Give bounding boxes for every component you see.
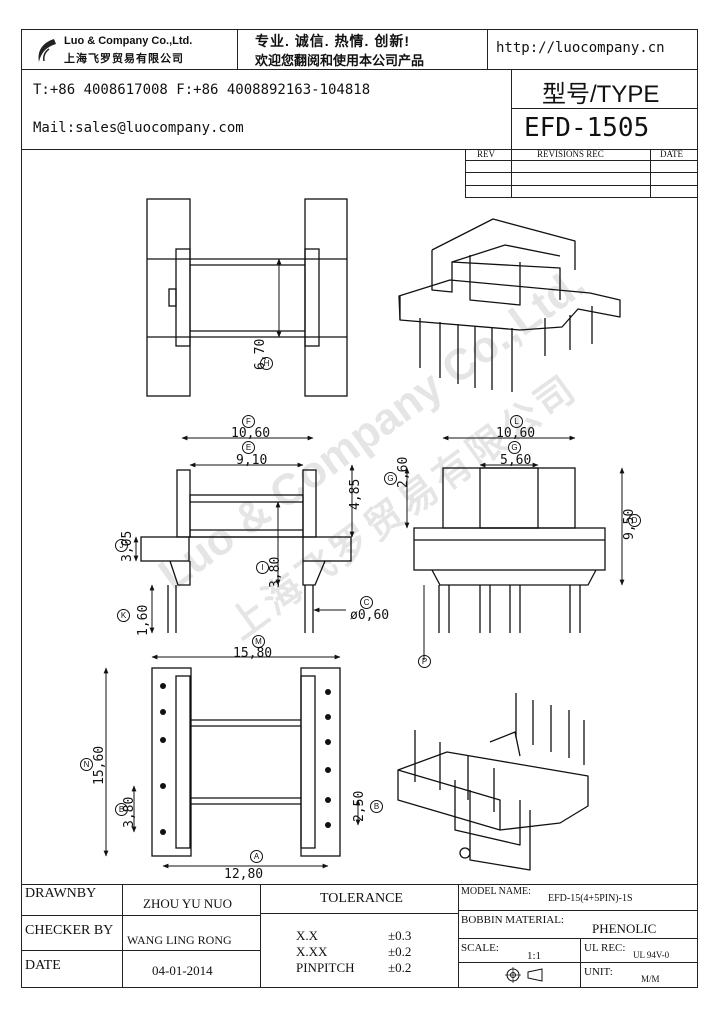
bottom-view <box>151 667 341 857</box>
material-value: PHENOLIC <box>592 921 657 936</box>
dim-bottom-span: 12,80 <box>224 867 264 882</box>
projection-symbol-icon <box>505 967 543 983</box>
company-name-en: Luo & Company Co.,Ltd. <box>64 35 193 47</box>
header-col-divider <box>237 29 238 69</box>
dim-front-core: 3,80 <box>268 556 283 588</box>
tol-xxx-label: X.XX <box>296 944 328 959</box>
model-number: EFD-1505 <box>524 113 650 143</box>
model-name-value: EFD-15(4+5PIN)-1S <box>548 893 633 904</box>
drawnby-value: ZHOU YU NUO <box>143 896 233 911</box>
marker-b: B <box>115 803 128 816</box>
marker-d: D <box>628 514 641 527</box>
scale-label: SCALE: <box>461 942 499 954</box>
contact-email[interactable]: Mail:sales@luocompany.com <box>33 120 244 136</box>
checker-value: WANG LING RONG <box>127 933 232 947</box>
marker-l: L <box>510 415 523 428</box>
header-divider <box>21 69 698 70</box>
front-view <box>140 469 352 633</box>
dim-side-slot: 5,60 <box>500 453 532 468</box>
marker-k: K <box>117 609 130 622</box>
side-view <box>413 467 606 633</box>
dim-front-height: 4,85 <box>348 478 363 510</box>
date-label: DATE <box>25 958 61 973</box>
marker-a: A <box>250 850 263 863</box>
company-logo: Luo & Company Co.,Ltd. 上海飞罗贸易有限公司 <box>30 34 235 66</box>
marker-m: M <box>252 635 265 648</box>
company-name-cn: 上海飞罗贸易有限公司 <box>64 53 184 65</box>
marker-c: C <box>360 596 373 609</box>
marker-p: P <box>418 655 431 668</box>
tol-xx-label: X.X <box>296 928 319 943</box>
marker-n: N <box>80 758 93 771</box>
dim-side-top: 2,60 <box>396 456 411 488</box>
dim-front-pin-length: 1,60 <box>136 604 151 636</box>
iso-view-bottom <box>397 693 589 871</box>
iso-view-top <box>398 218 621 392</box>
date-col-header: DATE <box>660 149 683 159</box>
unit-label: UNIT: <box>584 966 613 978</box>
model-name-label: MODEL NAME: <box>461 886 531 897</box>
material-label: BOBBIN MATERIAL: <box>461 914 564 926</box>
tolerance-label: TOLERANCE <box>320 891 403 906</box>
revisions-table: REV REVISIONS REC DATE <box>465 149 698 198</box>
scale-value: 1:1 <box>527 950 542 962</box>
type-col-divider <box>511 69 512 149</box>
marker-i: I <box>256 561 269 574</box>
checker-label: CHECKER BY <box>25 923 114 938</box>
dim-front-pin-dia: ø0,60 <box>350 608 390 623</box>
dim-bottom-width: 15,80 <box>233 646 273 661</box>
header-bottom <box>21 149 698 150</box>
tol-pinpitch-label: PINPITCH <box>296 960 355 975</box>
top-view <box>146 198 348 397</box>
dim-front-width: 10,60 <box>231 426 271 441</box>
company-url[interactable]: http://luocompany.cn <box>496 40 665 56</box>
welcome-text: 欢迎您翻阅和使用本公司产品 <box>255 53 425 68</box>
date-value: 04-01-2014 <box>152 963 213 978</box>
marker-b-right: B <box>370 800 383 813</box>
type-divider <box>511 108 698 109</box>
marker-e: E <box>242 441 255 454</box>
dim-bottom-row: 2,50 <box>352 790 367 822</box>
header-col-divider <box>487 29 488 69</box>
bottom-view-pins <box>160 683 331 835</box>
tol-xxx-value: ±0.2 <box>388 944 412 959</box>
revisions-col-header: REVISIONS REC <box>537 149 604 159</box>
dim-front-inner: 9,10 <box>236 453 268 468</box>
rev-col-header: REV <box>477 149 495 159</box>
unit-value: M/M <box>641 974 660 984</box>
marker-g: G <box>508 441 521 454</box>
marker-g-side: G <box>384 472 397 485</box>
marker-f: F <box>242 415 255 428</box>
drawing-frame <box>21 29 698 988</box>
ul-label: UL REC: <box>584 942 626 954</box>
drawnby-label: DRAWNBY <box>25 886 97 901</box>
type-label: 型号/TYPE <box>542 81 660 108</box>
logo-icon <box>38 39 56 62</box>
ul-value: UL 94V-0 <box>633 950 670 960</box>
contact-phone: T:+86 4008617008 F:+86 4008892163-104818 <box>33 82 371 98</box>
tol-xx-value: ±0.3 <box>388 928 412 943</box>
marker-j: J <box>115 539 128 552</box>
tol-pinpitch-value: ±0.2 <box>388 960 412 975</box>
dim-bottom-height: 15,60 <box>92 745 107 785</box>
footer-top <box>21 884 698 885</box>
marker-h: H <box>260 357 273 370</box>
slogan: 专业. 诚信. 热情. 创新! <box>255 33 410 49</box>
dim-side-width: 10,60 <box>496 426 536 441</box>
